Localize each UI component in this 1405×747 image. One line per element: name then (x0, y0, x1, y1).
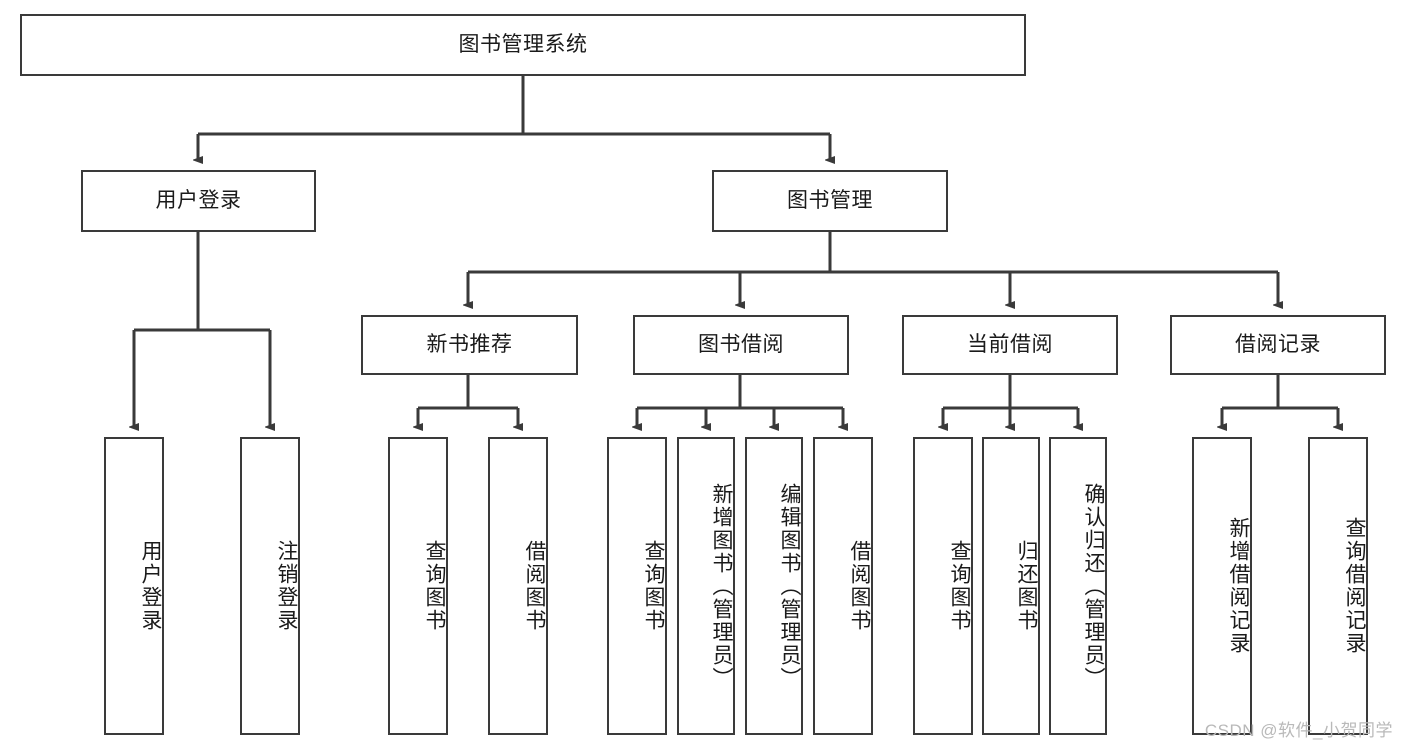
node-book-manage[interactable]: 图书管理 (712, 170, 948, 232)
node-leaf-return-book-label: 归还图书 (1015, 540, 1038, 632)
node-current-borrow[interactable]: 当前借阅 (902, 315, 1118, 375)
node-root[interactable]: 图书管理系统 (20, 14, 1026, 76)
node-leaf-logout[interactable]: 注销登录 (240, 437, 300, 735)
node-leaf-borrow-book-2-label: 借阅图书 (848, 540, 871, 632)
node-leaf-add-record-label: 新增借阅记录 (1227, 517, 1250, 655)
node-leaf-user-login-label: 用户登录 (139, 540, 162, 632)
node-book-manage-label: 图书管理 (787, 188, 873, 212)
node-leaf-query-book-2[interactable]: 查询图书 (607, 437, 667, 735)
node-leaf-query-book-3-label: 查询图书 (948, 540, 971, 632)
node-borrow-record-label: 借阅记录 (1235, 332, 1321, 356)
node-leaf-query-record-label: 查询借阅记录 (1343, 517, 1366, 655)
node-leaf-add-record[interactable]: 新增借阅记录 (1192, 437, 1252, 735)
node-leaf-add-book[interactable]: 新增图书（管理员） (677, 437, 735, 735)
node-borrow-record[interactable]: 借阅记录 (1170, 315, 1386, 375)
node-book-borrow[interactable]: 图书借阅 (633, 315, 849, 375)
node-leaf-return-book[interactable]: 归还图书 (982, 437, 1040, 735)
node-leaf-edit-book[interactable]: 编辑图书（管理员） (745, 437, 803, 735)
node-leaf-user-login[interactable]: 用户登录 (104, 437, 164, 735)
node-leaf-confirm-return[interactable]: 确认归还（管理员） (1049, 437, 1107, 735)
node-leaf-logout-label: 注销登录 (275, 540, 298, 632)
node-leaf-borrow-book-1-label: 借阅图书 (523, 540, 546, 632)
node-new-book-rec[interactable]: 新书推荐 (361, 315, 578, 375)
node-leaf-confirm-return-label: 确认归还（管理员） (1082, 482, 1105, 690)
node-root-label: 图书管理系统 (458, 32, 588, 56)
node-leaf-borrow-book-2[interactable]: 借阅图书 (813, 437, 873, 735)
node-book-borrow-label: 图书借阅 (698, 332, 784, 356)
node-user-login[interactable]: 用户登录 (81, 170, 316, 232)
node-leaf-query-book-1-label: 查询图书 (423, 540, 446, 632)
node-leaf-query-book-1[interactable]: 查询图书 (388, 437, 448, 735)
node-current-borrow-label: 当前借阅 (967, 332, 1053, 356)
node-leaf-edit-book-label: 编辑图书（管理员） (778, 482, 801, 690)
node-new-book-rec-label: 新书推荐 (426, 332, 513, 356)
node-leaf-add-book-label: 新增图书（管理员） (710, 482, 733, 690)
node-leaf-query-record[interactable]: 查询借阅记录 (1308, 437, 1368, 735)
node-leaf-borrow-book-1[interactable]: 借阅图书 (488, 437, 548, 735)
node-user-login-label: 用户登录 (155, 188, 242, 212)
node-leaf-query-book-3[interactable]: 查询图书 (913, 437, 973, 735)
watermark: CSDN @软件_小贺同学 (1204, 721, 1393, 740)
node-leaf-query-book-2-label: 查询图书 (642, 540, 665, 632)
